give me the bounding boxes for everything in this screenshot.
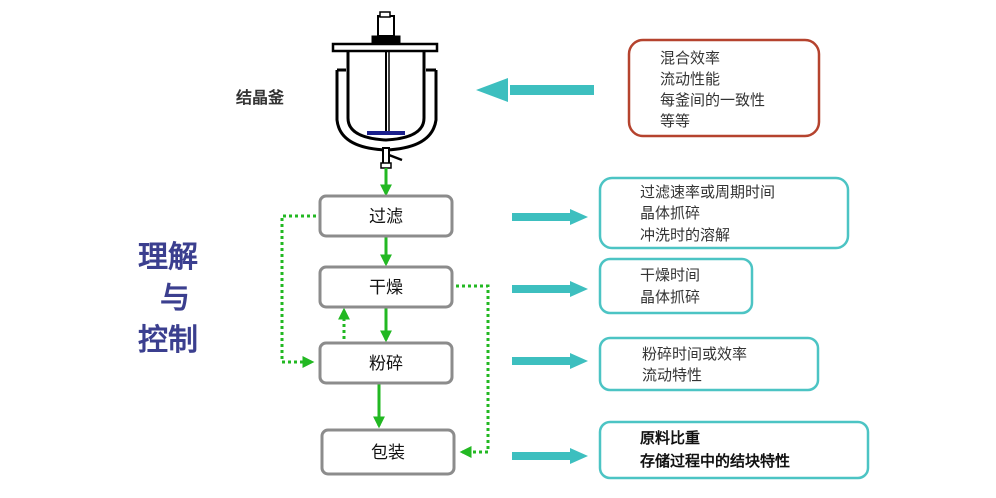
note-line: 流动特性 bbox=[642, 366, 702, 384]
note-line: 存储过程中的结块特性 bbox=[640, 452, 790, 470]
note-line: 粉碎时间或效率 bbox=[642, 345, 747, 363]
note-box-dry: 干燥时间 晶体抓碎 bbox=[598, 257, 754, 315]
vessel-label: 结晶釜 bbox=[235, 88, 285, 107]
vessel-note-line: 每釜间的一致性 bbox=[660, 91, 765, 109]
note-box-pack: 原料比重 存储过程中的结块特性 bbox=[598, 420, 870, 480]
step-label: 过滤 bbox=[369, 207, 403, 227]
info-arrow-mill bbox=[512, 353, 588, 369]
info-arrows-right bbox=[512, 209, 588, 464]
step-label: 粉碎 bbox=[369, 354, 403, 374]
note-line: 冲洗时的溶解 bbox=[640, 226, 730, 244]
vessel-note-line: 混合效率 bbox=[660, 49, 720, 67]
note-line: 干燥时间 bbox=[640, 266, 700, 284]
note-box-filter: 过滤速率或周期时间 晶体抓碎 冲洗时的溶解 bbox=[598, 176, 850, 250]
step-label: 干燥 bbox=[369, 278, 403, 298]
note-line: 晶体抓碎 bbox=[640, 204, 700, 222]
vessel-note-line: 流动性能 bbox=[660, 70, 720, 88]
step-box-dry[interactable]: 干燥 bbox=[318, 265, 454, 309]
feedback-lines bbox=[280, 214, 490, 458]
vessel-note-line: 等等 bbox=[660, 112, 690, 130]
info-arrow-dry bbox=[512, 281, 588, 297]
side-title-line-3: 控制 bbox=[138, 323, 198, 358]
note-line: 晶体抓碎 bbox=[640, 288, 700, 306]
feedback-dry-to-pack bbox=[456, 284, 490, 458]
step-box-mill[interactable]: 粉碎 bbox=[318, 341, 454, 385]
step-box-filter[interactable]: 过滤 bbox=[318, 194, 454, 238]
note-line: 原料比重 bbox=[640, 429, 700, 447]
feedback-filter-to-mill bbox=[280, 214, 316, 368]
side-title-line-2: 与 bbox=[160, 281, 190, 316]
step-box-pack[interactable]: 包装 bbox=[320, 428, 456, 476]
info-arrow-left bbox=[476, 78, 594, 102]
info-arrow-pack bbox=[512, 448, 588, 464]
vessel-note-box bbox=[627, 38, 821, 138]
step-label: 包装 bbox=[371, 443, 405, 463]
note-box-mill: 粉碎时间或效率 流动特性 bbox=[598, 336, 820, 392]
info-arrow-filter bbox=[512, 209, 588, 225]
note-line: 过滤速率或周期时间 bbox=[640, 183, 775, 201]
crystallizer-vessel-icon bbox=[331, 11, 439, 169]
flow-arrows bbox=[373, 168, 392, 429]
side-title-line-1: 理解 bbox=[138, 240, 198, 275]
